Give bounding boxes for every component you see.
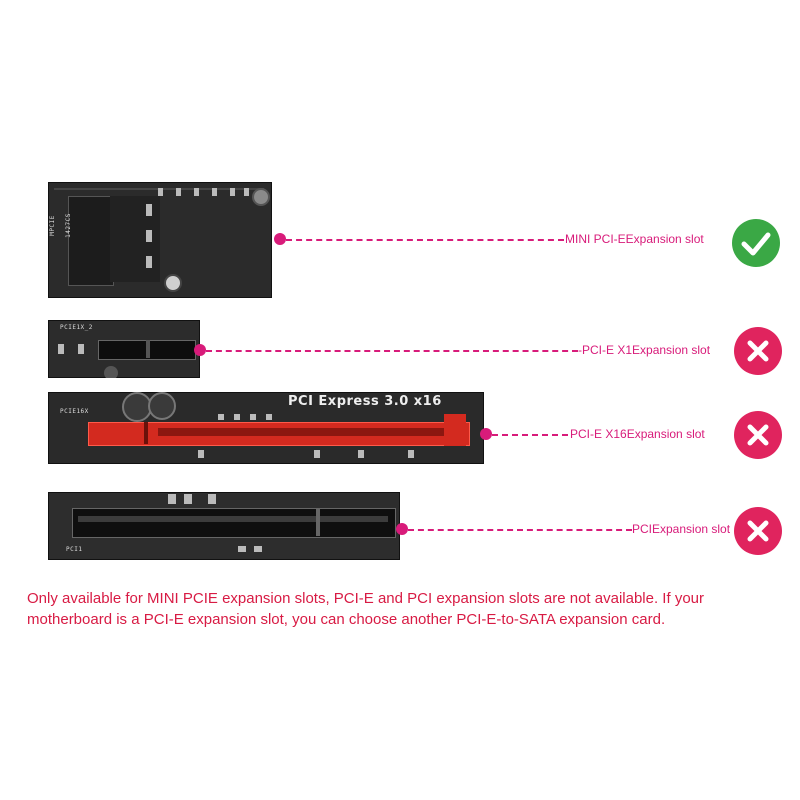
pcie-x16-latch <box>444 414 466 446</box>
pcie-x1-pointer-dot <box>194 344 206 356</box>
mini-pcie-slot-image: MPCIE 1427CS <box>48 182 272 298</box>
compatibility-note: Only available for MINI PCIE expansion s… <box>27 590 704 628</box>
pci-slot-image: PCI1 <box>48 492 400 560</box>
cross-icon <box>733 410 783 460</box>
pci-pointer-dot <box>396 523 408 535</box>
pci-board-text: PCI1 <box>66 546 83 553</box>
mini-pcie-chip-text: 1427CS <box>64 213 72 238</box>
mini-pcie-connector <box>68 196 114 286</box>
pci-leader-line <box>408 529 632 531</box>
pcie-x16-leader-line <box>492 434 568 436</box>
pci-label: PCIExpansion slot <box>632 522 731 536</box>
pcie-x1-board-text: PCIE1X_2 <box>60 324 93 331</box>
pcie-x16-board-text: PCIE16X <box>60 408 89 415</box>
cross-icon <box>733 506 783 556</box>
standoff <box>164 274 182 292</box>
mini-pcie-pointer-dot <box>274 233 286 245</box>
pcie-x1-leader-line <box>206 350 578 352</box>
cross-icon <box>733 326 783 376</box>
mini-pcie-side-text: MPCIE <box>48 215 56 236</box>
pcie-x16-label: PCI-E X16Expansion slot <box>570 427 705 441</box>
pcie-x1-slot-image: PCIE1X_2 <box>48 320 200 378</box>
pci-connector <box>72 508 396 538</box>
check-icon <box>731 218 781 268</box>
pcie-x1-label: -PCI-E X1Expansion slot <box>578 343 711 357</box>
pcie-x16-heading: PCI Express 3.0 x16 <box>288 394 442 409</box>
mini-pcie-leader-line <box>286 239 564 241</box>
mounting-screw <box>252 188 270 206</box>
pcie-x16-slot-image: PCIE16X PCI Express 3.0 x16 <box>48 392 484 464</box>
mini-pcie-label: MINI PCI-EExpansion slot <box>565 232 704 246</box>
pcie-x16-pointer-dot <box>480 428 492 440</box>
